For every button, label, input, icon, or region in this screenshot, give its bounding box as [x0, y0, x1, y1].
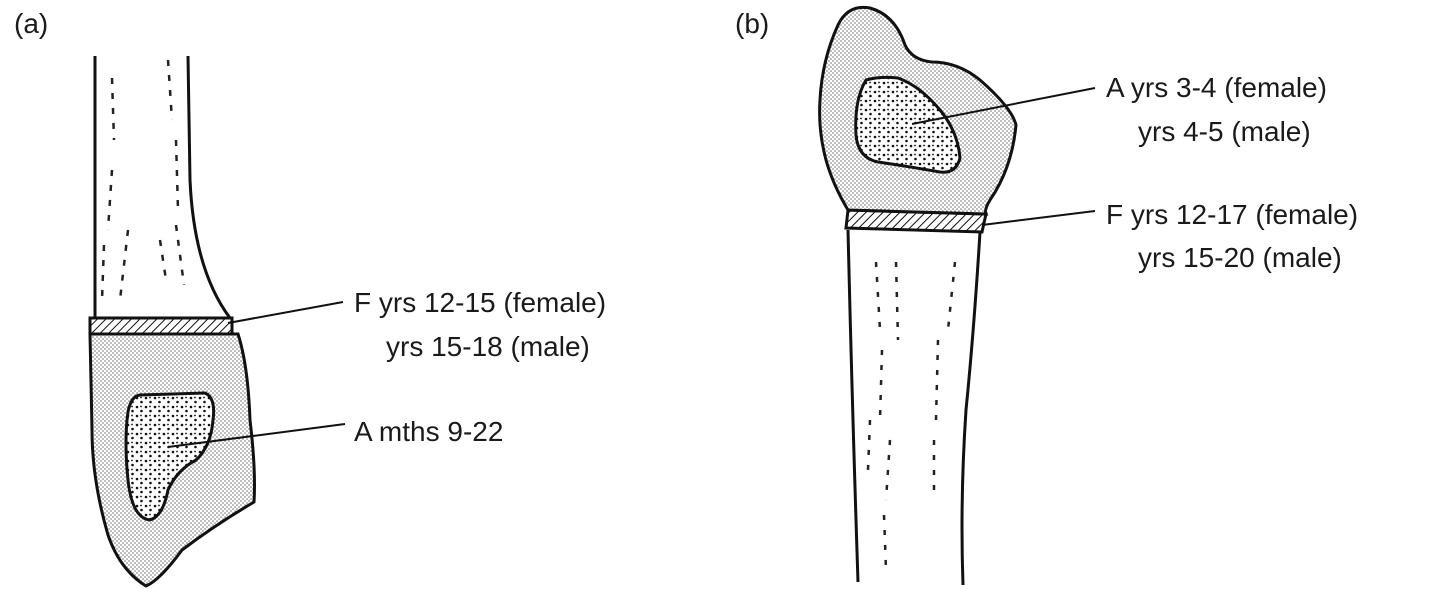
panel-a	[90, 56, 345, 586]
panel-b-letter: (b)	[735, 10, 769, 38]
panel-a-fusion-label: F yrs 12-15 (female)	[354, 289, 606, 317]
panel-a-growth-plate	[90, 318, 232, 334]
panel-b-fusion-leader	[982, 211, 1095, 225]
panel-b	[820, 7, 1095, 585]
panel-a-letter: (a)	[14, 10, 48, 38]
panel-b-shaft-left-edge	[848, 230, 858, 582]
panel-b-fusion-label: F yrs 12-17 (female)	[1106, 201, 1358, 229]
panel-b-appearance-label-male: yrs 4-5 (male)	[1138, 118, 1311, 146]
panel-b-fusion-label-male: yrs 15-20 (male)	[1138, 244, 1342, 272]
panel-a-fusion-label-male: yrs 15-18 (male)	[386, 333, 590, 361]
panel-a-fusion-leader	[228, 302, 343, 323]
panel-a-shaft-right-edge	[188, 56, 230, 318]
panel-b-appearance-label: A yrs 3-4 (female)	[1106, 74, 1327, 102]
panel-a-appearance-label: A mths 9-22	[354, 418, 503, 446]
panel-a-shaft-texture	[102, 60, 184, 300]
panel-b-shaft-right-edge	[962, 232, 980, 585]
panel-b-shaft-texture	[868, 262, 955, 570]
